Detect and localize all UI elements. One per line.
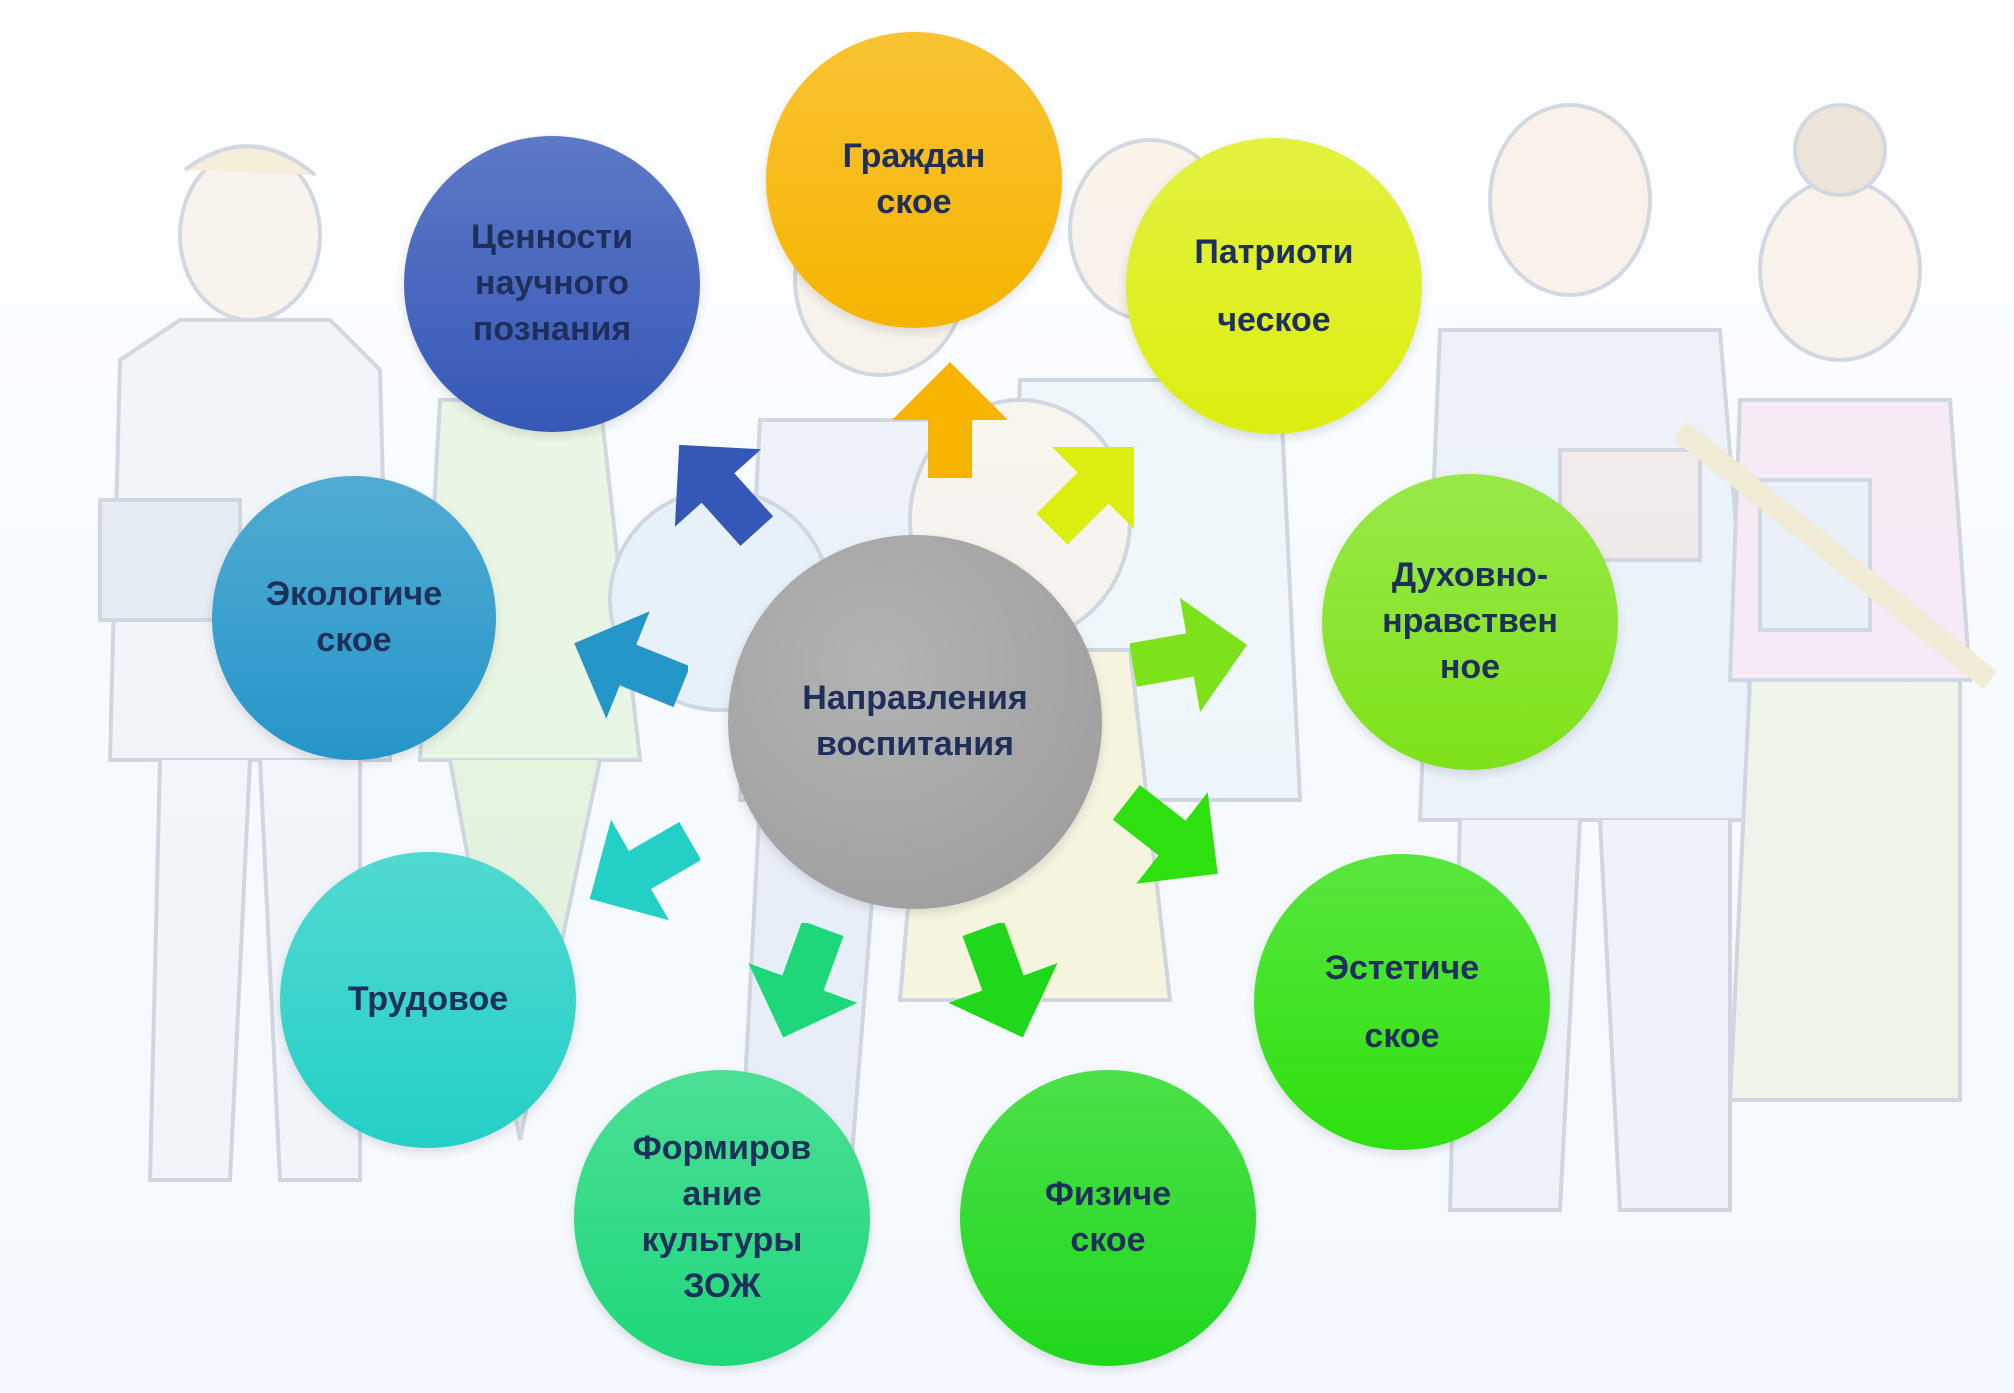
node-patriotic: Патриоти ческое [1126, 138, 1422, 434]
arrow-to-aesthetic [1112, 784, 1218, 884]
node-ecological: Экологиче ское [212, 476, 496, 760]
arrow-shape-ecological [574, 611, 688, 719]
arrow-to-patriotic [1036, 446, 1135, 545]
arrow-to-healthy [748, 923, 858, 1038]
node-scientific-knowledge-label: Ценности научного познания [470, 218, 633, 348]
node-physical: Физиче ское [960, 1070, 1256, 1366]
node-civic-label: Граждан ское [842, 137, 986, 221]
node-aesthetic-label: Эстетиче ское [1324, 949, 1480, 1055]
node-spiritual: Духовно- нравствен ное [1322, 474, 1618, 770]
arrow-shape-civic [892, 362, 1008, 478]
center-node-label: Направления воспитания [802, 679, 1028, 763]
arrow-to-labour [589, 819, 700, 921]
arrow-to-spiritual [1130, 597, 1248, 713]
arrow-to-ecological [574, 611, 688, 719]
arrow-shape-scientific [674, 444, 774, 546]
node-spiritual-label: Духовно- нравствен ное [1382, 556, 1558, 686]
arrow-shape-patriotic [1036, 446, 1135, 545]
node-ecological-label: Экологиче ское [265, 575, 443, 659]
arrow-shape-labour [589, 819, 700, 921]
arrow-to-scientific [674, 444, 774, 546]
arrow-shape-healthy [748, 923, 858, 1038]
node-labour-label: Трудовое [347, 980, 509, 1019]
arrow-shape-spiritual [1130, 597, 1248, 713]
arrow-shape-aesthetic [1112, 784, 1218, 884]
node-physical-label: Физиче ское [1044, 1175, 1172, 1259]
node-aesthetic: Эстетиче ское [1254, 854, 1550, 1150]
node-healthy-lifestyle-label: Формиров ание культуры ЗОЖ [632, 1129, 812, 1305]
center-node-directions: Направления воспитания [728, 535, 1102, 909]
node-labour: Трудовое [280, 852, 576, 1148]
arrow-to-physical [948, 923, 1058, 1038]
arrow-shape-physical [948, 923, 1058, 1038]
node-civic: Граждан ское [766, 32, 1062, 328]
node-healthy-lifestyle: Формиров ание культуры ЗОЖ [574, 1070, 870, 1366]
arrow-to-civic [892, 362, 1008, 478]
node-scientific-knowledge: Ценности научного познания [404, 136, 700, 432]
node-patriotic-label: Патриоти ческое [1194, 233, 1354, 339]
